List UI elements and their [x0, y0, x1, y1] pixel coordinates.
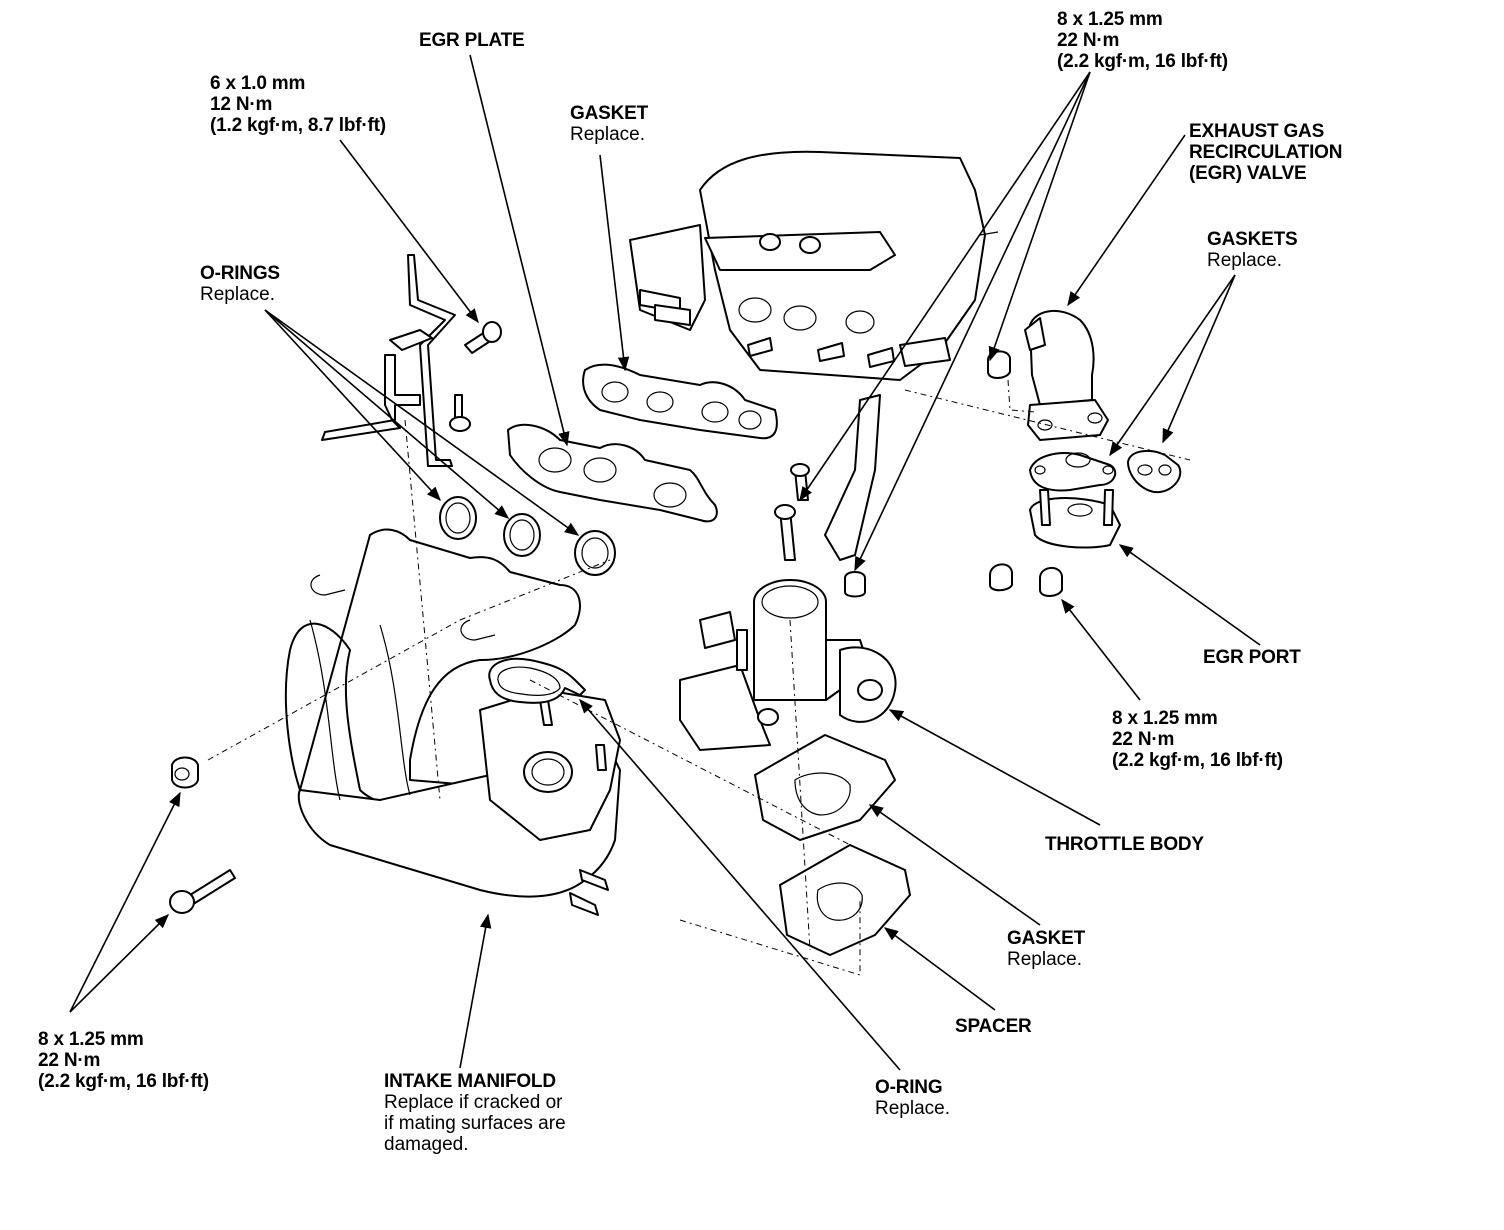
egr-gasket-1 [1029, 452, 1117, 492]
egr-valve-line2: RECIRCULATION [1189, 142, 1343, 163]
label-bolt-right-mid: 8 x 1.25 mm 22 N·m (2.2 kgf·m, 16 lbf·ft… [1112, 708, 1283, 771]
throttle-body-title: THROTTLE BODY [1045, 834, 1204, 855]
egr-port-title: EGR PORT [1203, 647, 1301, 668]
throttle-body [679, 579, 897, 751]
label-bolt-bottom-left: 8 x 1.25 mm 22 N·m (2.2 kgf·m, 16 lbf·ft… [38, 1029, 209, 1092]
gaskets-title: GASKETS [1207, 229, 1298, 250]
gasket-lower [754, 734, 896, 841]
o-rings-note: Replace. [200, 284, 275, 305]
egr-valve [1024, 309, 1109, 441]
egr-gasket-2 [1127, 449, 1182, 494]
egr-plate-title: EGR PLATE [419, 30, 525, 51]
cylinder-head [629, 150, 999, 381]
gasket-title: GASKET [570, 103, 648, 124]
label-gaskets: GASKETS Replace. [1207, 229, 1298, 271]
bolt-torque-alt: (1.2 kgf·m, 8.7 lbf·ft) [210, 115, 386, 136]
bolt-size: 8 x 1.25 mm [38, 1029, 144, 1050]
gasket-note: Replace. [570, 124, 645, 145]
intake-manifold-note3: damaged. [384, 1134, 469, 1155]
bolt-6x1 [449, 321, 502, 432]
bolt-torque-alt: (2.2 kgf·m, 16 lbf·ft) [38, 1071, 209, 1092]
intake-manifold-note2: if mating surfaces are [384, 1113, 566, 1134]
bolt-torque: 12 N·m [210, 94, 273, 115]
bolt-torque: 22 N·m [38, 1050, 101, 1071]
spacer-title: SPACER [955, 1016, 1032, 1037]
label-egr-plate: EGR PLATE [419, 30, 525, 51]
gasket-note: Replace. [1007, 949, 1082, 970]
o-rings-title: O-RINGS [200, 263, 280, 284]
bolt-size: 8 x 1.25 mm [1057, 9, 1163, 30]
label-o-rings: O-RINGS Replace. [200, 263, 280, 305]
intake-manifold [284, 528, 621, 916]
label-bolt-6x1: 6 x 1.0 mm 12 N·m (1.2 kgf·m, 8.7 lbf·ft… [210, 73, 386, 136]
label-bolt-top-right: 8 x 1.25 mm 22 N·m (2.2 kgf·m, 16 lbf·ft… [1057, 9, 1228, 72]
o-rings [439, 496, 616, 576]
label-egr-valve: EXHAUST GAS RECIRCULATION (EGR) VALVE [1189, 121, 1342, 184]
spacer [779, 844, 911, 956]
leader-arrows [69, 54, 1261, 1071]
label-spacer: SPACER [955, 1016, 1032, 1037]
gasket-top [582, 363, 778, 440]
bolt-size: 8 x 1.25 mm [1112, 708, 1218, 729]
egr-valve-line1: EXHAUST GAS [1189, 121, 1325, 142]
bolt-torque-alt: (2.2 kgf·m, 16 lbf·ft) [1112, 750, 1283, 771]
egr-port [1029, 489, 1121, 549]
label-gasket-lower: GASKET Replace. [1007, 928, 1085, 970]
label-gasket-top: GASKET Replace. [570, 103, 648, 145]
bolt-torque: 22 N·m [1112, 729, 1175, 750]
bolt-torque-alt: (2.2 kgf·m, 16 lbf·ft) [1057, 51, 1228, 72]
egr-valve-line3: (EGR) VALVE [1189, 163, 1307, 184]
o-ring-title: O-RING [875, 1077, 943, 1098]
bolt-size: 6 x 1.0 mm [210, 73, 306, 94]
label-throttle-body: THROTTLE BODY [1045, 834, 1204, 855]
label-intake-manifold: INTAKE MANIFOLD Replace if cracked or if… [384, 1071, 566, 1155]
intake-manifold-note1: Replace if cracked or [384, 1092, 563, 1113]
o-ring-throttle [488, 657, 586, 704]
gaskets-note: Replace. [1207, 250, 1282, 271]
bolt-torque: 22 N·m [1057, 30, 1120, 51]
alignment-lines [207, 379, 1191, 976]
o-ring-note: Replace. [875, 1098, 950, 1119]
throttle-bolts [774, 394, 881, 598]
breather-pipe-bracket [321, 254, 456, 467]
intake-manifold-title: INTAKE MANIFOLD [384, 1071, 556, 1092]
label-o-ring: O-RING Replace. [875, 1077, 950, 1119]
manifold-nut-bolt [169, 756, 236, 914]
gasket-title: GASKET [1007, 928, 1085, 949]
label-egr-port: EGR PORT [1203, 647, 1301, 668]
